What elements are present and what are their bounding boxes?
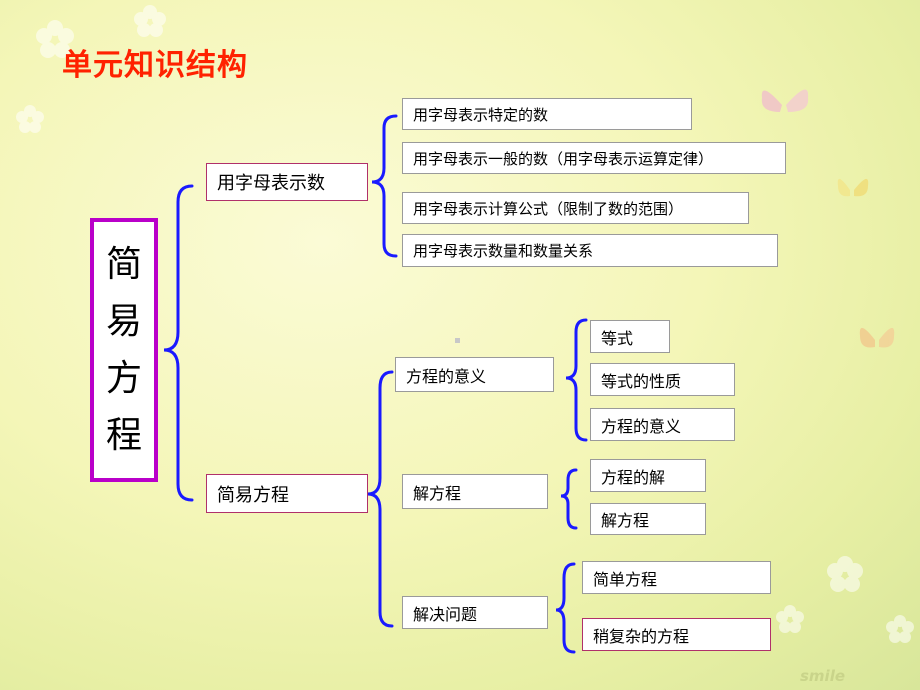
node-problems-item: 简单方程 [582,561,771,594]
root-bracket [163,184,194,502]
root-char: 易 [105,301,142,342]
node-meaning: 方程的意义 [395,357,554,392]
node-letters-item: 用字母表示特定的数 [402,98,692,130]
root-char: 程 [105,415,142,456]
node-meaning-item: 等式的性质 [590,363,735,396]
node-equation: 简易方程 [206,474,368,513]
node-solve: 解方程 [402,474,548,509]
root-char: 简 [105,244,142,285]
equation-bracket [367,370,394,628]
node-problems: 解决问题 [402,596,548,629]
root-box: 简 易 方 程 [90,218,158,482]
node-letters-item: 用字母表示数量和数量关系 [402,234,778,267]
solve-bracket [560,468,578,530]
page-title: 单元知识结构 [62,48,248,83]
node-letters-item: 用字母表示一般的数（用字母表示运算定律） [402,142,786,174]
meaning-bracket [565,318,588,442]
node-letters: 用字母表示数 [206,163,368,201]
watermark: smile [800,667,846,685]
node-solve-item: 解方程 [590,503,706,535]
node-meaning-item: 等式 [590,320,670,353]
node-solve-item: 方程的解 [590,459,706,492]
node-problems-item: 稍复杂的方程 [582,618,771,651]
node-letters-item: 用字母表示计算公式（限制了数的范围） [402,192,749,224]
problems-bracket [555,562,576,654]
letters-bracket [371,114,398,258]
root-char: 方 [105,358,142,399]
node-meaning-item: 方程的意义 [590,408,735,441]
